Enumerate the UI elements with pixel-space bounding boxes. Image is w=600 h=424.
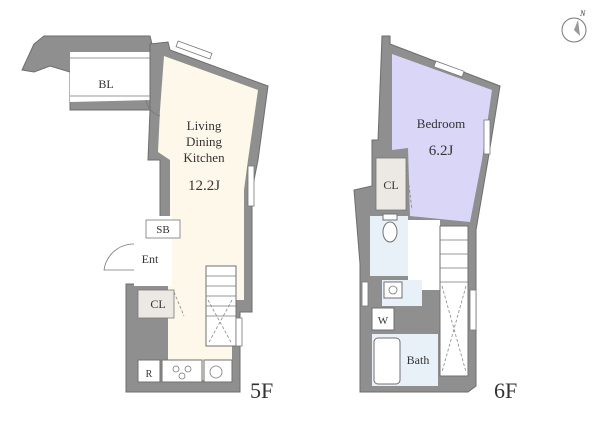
cl-6f-area [375, 157, 407, 211]
room-label-bedroom: Bedroom [417, 116, 465, 131]
stairs-6f [439, 225, 469, 377]
room-label-ldk-line3: Kitchen [183, 150, 225, 165]
room-label-cl-6f: CL [383, 178, 398, 192]
room-label-ldk-line1: Living [187, 118, 222, 133]
room-label-bl: BL [98, 77, 113, 91]
refrigerator-fixture [137, 359, 161, 383]
floor-label-5f: 5F [250, 378, 273, 403]
compass-icon: N [561, 9, 587, 43]
washer-fixture [371, 307, 395, 331]
toilet-fixture [382, 221, 398, 243]
room-label-ent: Ent [142, 252, 159, 266]
room-size-bedroom: 6.2J [429, 143, 454, 159]
stairs-5f [205, 265, 237, 347]
room-label-ldk-line2: Dining [186, 134, 223, 149]
compass-letter: N [579, 9, 586, 18]
room-label-r: R [146, 369, 153, 380]
floor-6f: Bedroom 6.2J CL W Bath 6F [353, 35, 517, 403]
room-label-bath: Bath [407, 353, 430, 367]
bathtub-fixture [373, 337, 401, 385]
stove-fixture [161, 359, 203, 383]
room-size-ldk: 12.2J [188, 178, 220, 194]
balcony-floor [70, 52, 152, 102]
floor-5f: BL Living Dining Kitchen 12.2J SB Ent CL… [21, 35, 273, 403]
cl-5f-area [137, 289, 175, 319]
room-label-cl-5f: CL [150, 297, 165, 311]
bedroom-floor [392, 54, 492, 222]
floor-label-6f: 6F [494, 378, 517, 403]
room-label-sb: SB [156, 224, 169, 236]
sink-fixture [203, 359, 233, 383]
room-label-w: W [378, 315, 389, 327]
